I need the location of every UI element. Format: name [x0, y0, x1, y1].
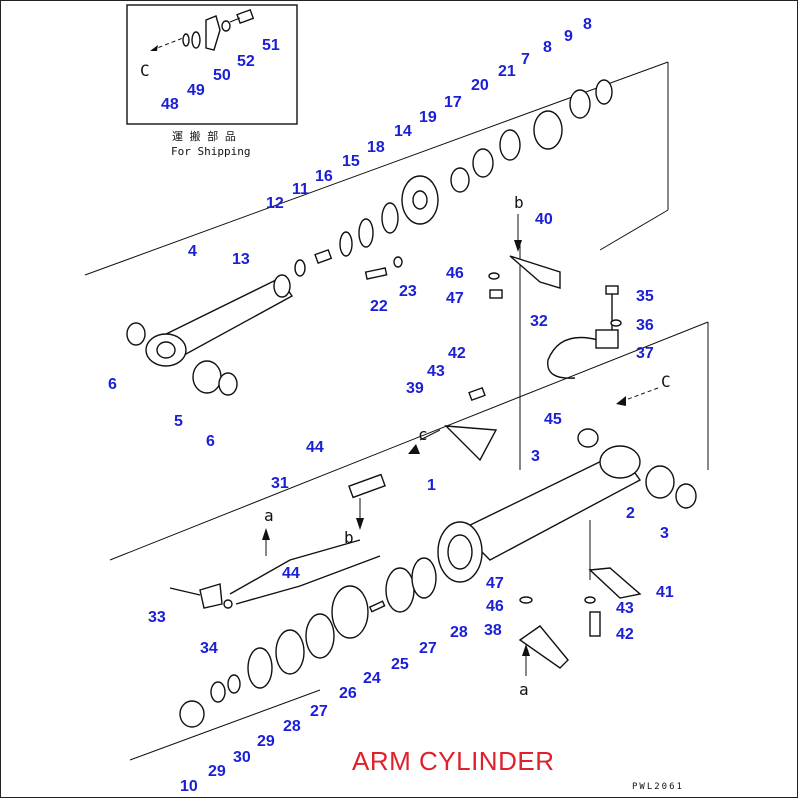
- view-letter-C-right: C: [661, 372, 671, 391]
- inset-caption-jp: 運 搬 部 品: [172, 129, 236, 143]
- callout-13: 13: [232, 251, 250, 268]
- callout-38: 38: [484, 622, 502, 639]
- callout-6: 6: [206, 433, 215, 450]
- callout-2: 2: [626, 505, 635, 522]
- callout-50: 50: [213, 67, 231, 84]
- shipping-inset: C: [126, 4, 298, 125]
- callout-30: 30: [233, 749, 251, 766]
- clamps-lower: [444, 386, 642, 669]
- callout-27: 27: [419, 640, 437, 657]
- callout-25: 25: [391, 656, 409, 673]
- piping-upper: [488, 255, 622, 379]
- callout-17: 17: [444, 94, 462, 111]
- cylinder-head-parts: [294, 79, 613, 280]
- callout-44: 44: [282, 565, 300, 582]
- callout-3: 3: [531, 448, 540, 465]
- callout-10: 10: [180, 778, 198, 795]
- callout-8: 8: [583, 16, 592, 33]
- view-letter-c-middle: c: [418, 425, 428, 444]
- callout-32: 32: [530, 313, 548, 330]
- inset-border: [126, 4, 298, 125]
- callout-12: 12: [266, 195, 284, 212]
- callout-23: 23: [399, 283, 417, 300]
- callout-47: 47: [486, 575, 504, 592]
- view-letter-b-upper: b: [514, 193, 524, 212]
- callout-19: 19: [419, 109, 437, 126]
- callout-33: 33: [148, 609, 166, 626]
- callout-9: 9: [564, 28, 573, 45]
- callout-29: 29: [257, 733, 275, 750]
- callout-43: 43: [616, 600, 634, 617]
- callout-15: 15: [342, 153, 360, 170]
- callout-40: 40: [535, 211, 553, 228]
- callout-42: 42: [448, 345, 466, 362]
- part-callouts: 8 9 8 7 21 20 17 19 14 18 15 16 11 12 13…: [108, 16, 674, 795]
- callout-20: 20: [471, 77, 489, 94]
- piston-parts: [179, 557, 437, 728]
- view-letter-b-lower: b: [344, 528, 354, 547]
- callout-7: 7: [521, 51, 530, 68]
- callout-42: 42: [616, 626, 634, 643]
- callout-31: 31: [271, 475, 289, 492]
- callout-8: 8: [543, 39, 552, 56]
- callout-28: 28: [283, 718, 301, 735]
- callout-52: 52: [237, 53, 255, 70]
- callout-41: 41: [656, 584, 674, 601]
- callout-18: 18: [367, 139, 385, 156]
- callout-16: 16: [315, 168, 333, 185]
- inset-caption-en: For Shipping: [171, 145, 250, 158]
- callout-46: 46: [486, 598, 504, 615]
- callout-37: 37: [636, 345, 654, 362]
- view-letter-a-lower: a: [519, 680, 529, 699]
- callout-5: 5: [174, 413, 183, 430]
- inset-view-letter: C: [140, 61, 150, 80]
- callout-51: 51: [262, 37, 280, 54]
- callout-22: 22: [370, 298, 388, 315]
- pipe-lower: [169, 473, 386, 609]
- callout-47: 47: [446, 290, 464, 307]
- callout-6: 6: [108, 376, 117, 393]
- callout-4: 4: [188, 243, 197, 260]
- callout-11: 11: [292, 181, 309, 198]
- callout-49: 49: [187, 82, 205, 99]
- callout-24: 24: [363, 670, 381, 687]
- callout-21: 21: [498, 63, 516, 80]
- view-letter-a-left: a: [264, 506, 274, 525]
- callout-3: 3: [660, 525, 669, 542]
- bushings-upper: [126, 322, 238, 396]
- callout-14: 14: [394, 123, 412, 140]
- callout-46: 46: [446, 265, 464, 282]
- cylinder-tube: [437, 428, 697, 583]
- section-arrows: [262, 214, 659, 676]
- callout-1: 1: [427, 477, 436, 494]
- callout-26: 26: [339, 685, 357, 702]
- callout-44: 44: [306, 439, 324, 456]
- callout-39: 39: [406, 380, 424, 397]
- callout-45: 45: [544, 411, 562, 428]
- callout-34: 34: [200, 640, 218, 657]
- callout-29: 29: [208, 763, 226, 780]
- callout-35: 35: [636, 288, 654, 305]
- callout-48: 48: [161, 96, 179, 113]
- piston-rod-assembly: [145, 274, 294, 367]
- drawing-code: PWL2061: [632, 782, 684, 792]
- callout-36: 36: [636, 317, 654, 334]
- callout-27: 27: [310, 703, 328, 720]
- callout-28: 28: [450, 624, 468, 641]
- callout-43: 43: [427, 363, 445, 380]
- diagram-title: ARM CYLINDER: [352, 746, 555, 776]
